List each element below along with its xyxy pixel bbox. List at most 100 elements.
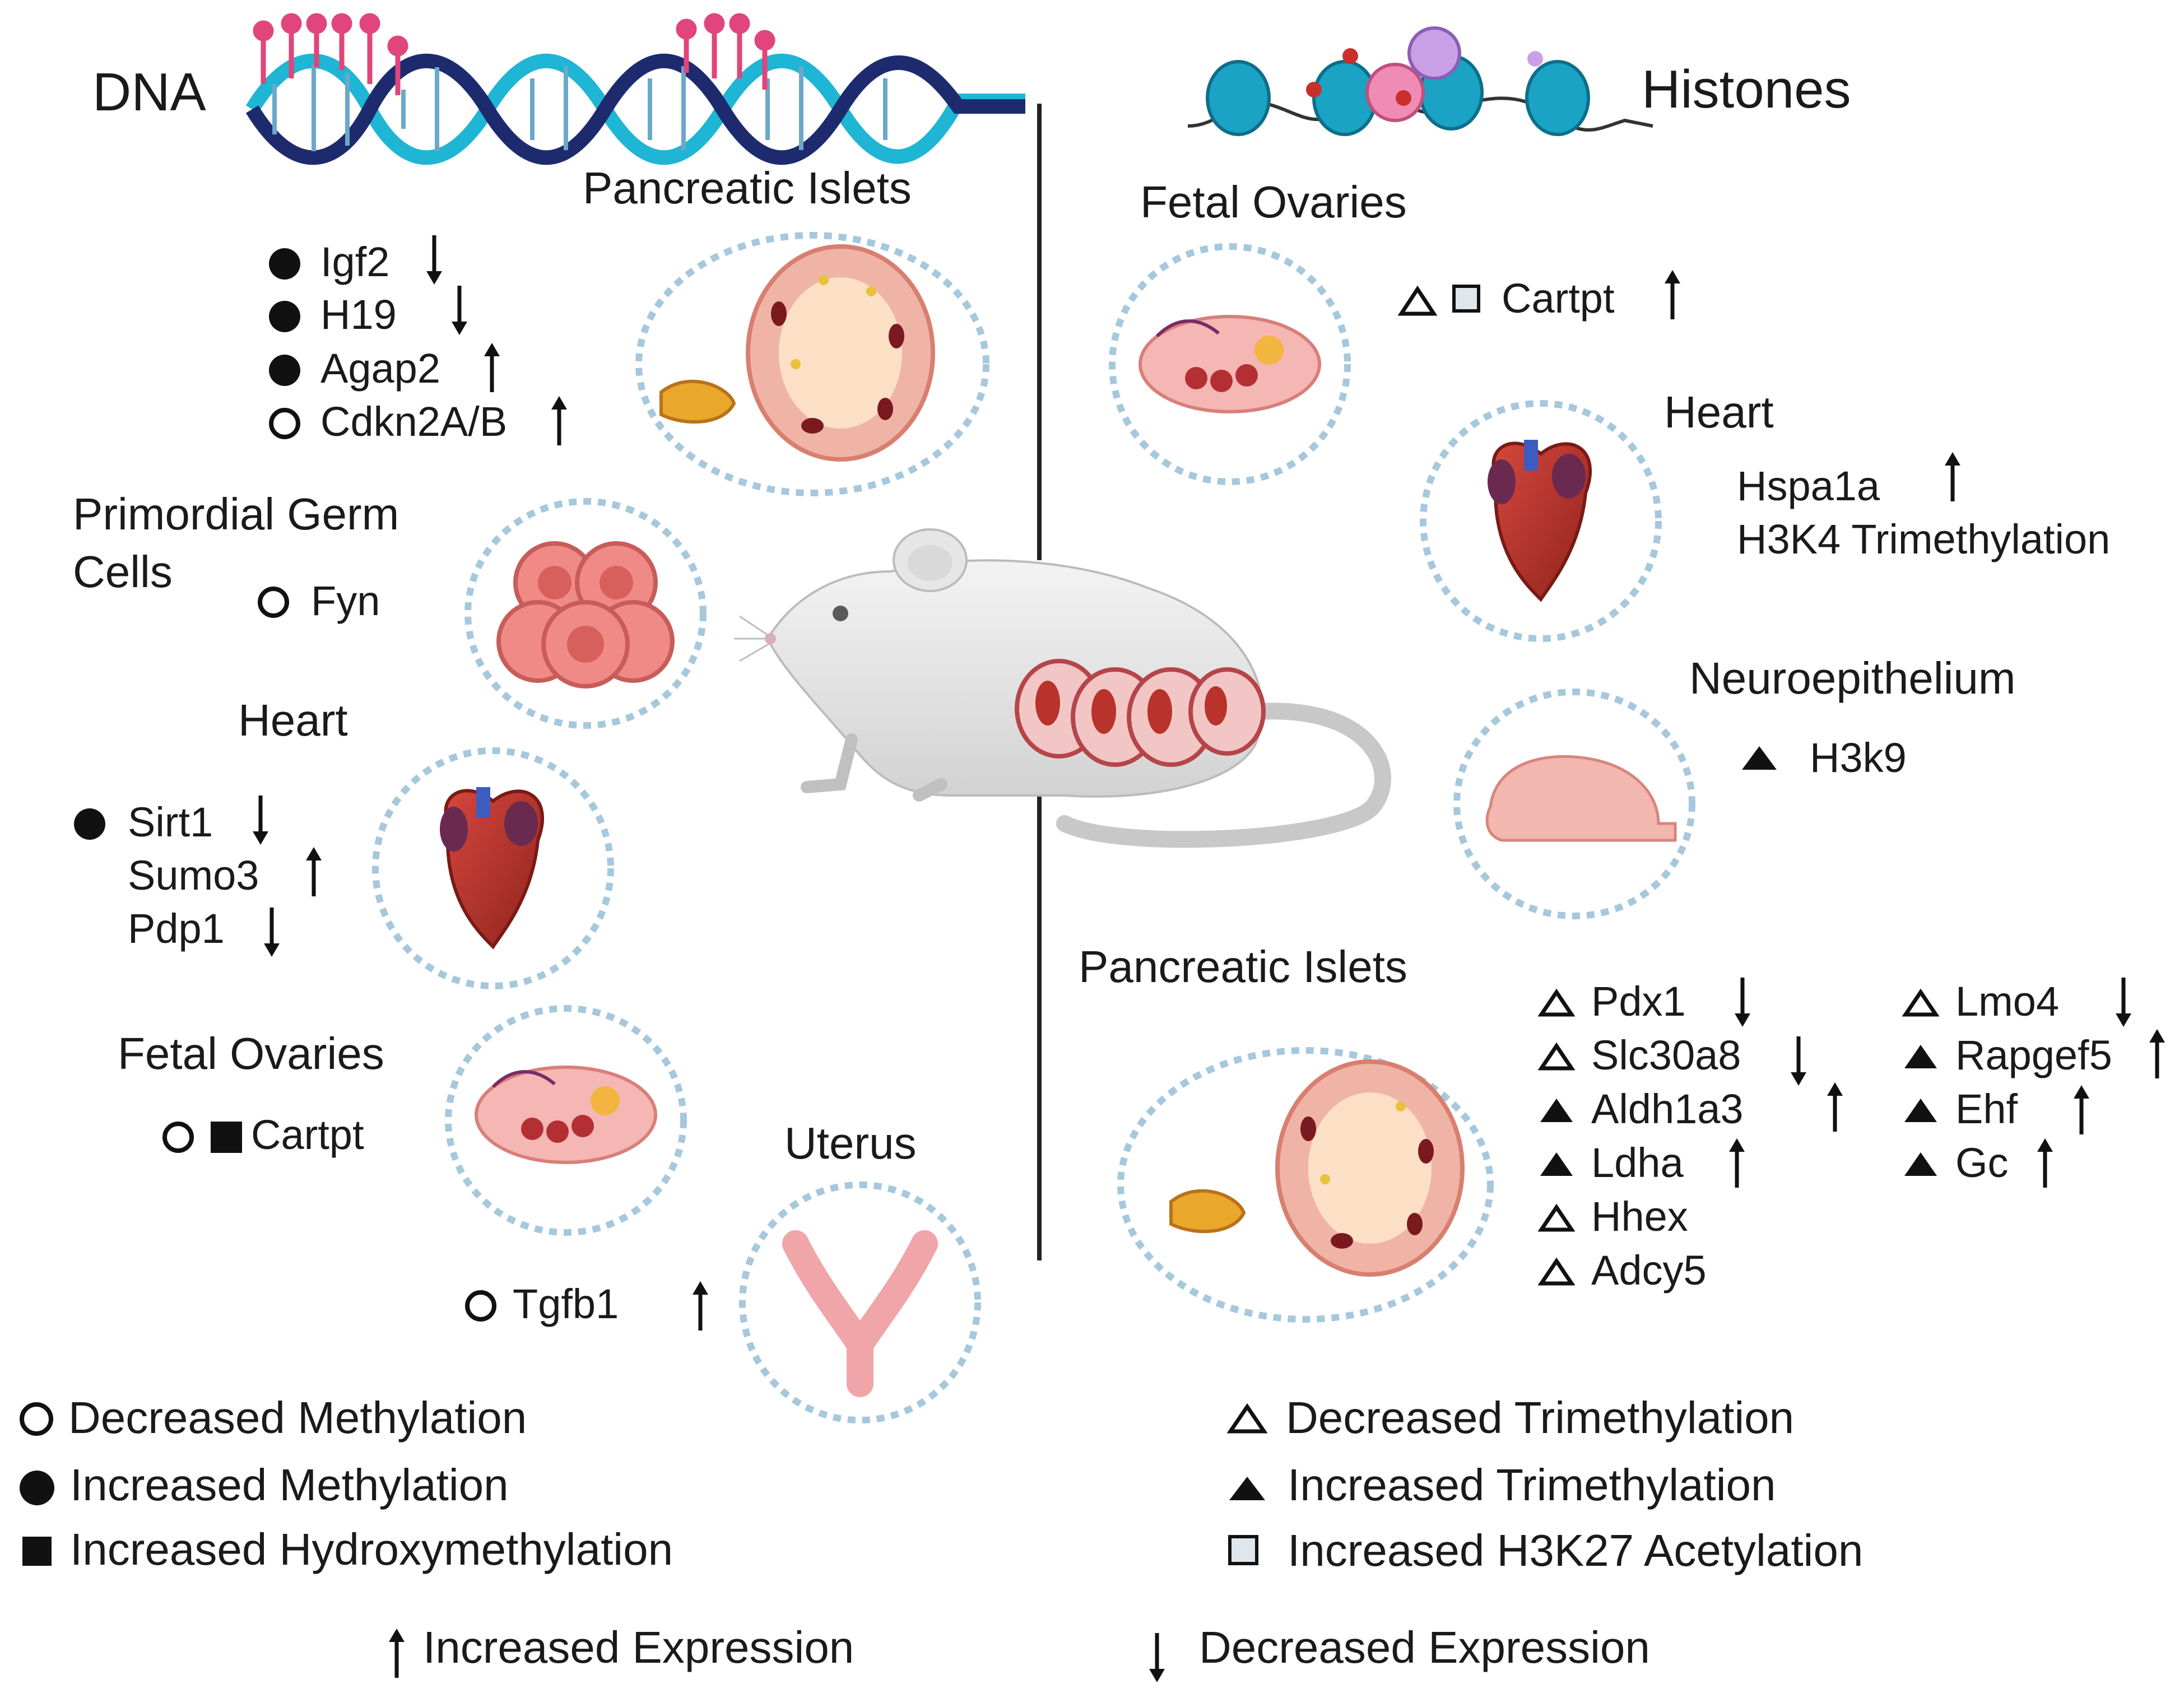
gene-ldha: Ldha <box>1591 1139 1684 1186</box>
ring-dna-ovaries <box>445 1005 687 1236</box>
decreased-expression-arrow-icon <box>448 280 471 339</box>
ovary-icon <box>475 1066 657 1164</box>
nucleosome-icon <box>1187 26 1653 136</box>
decreased-methylation-marker <box>465 1290 496 1322</box>
legend-increased-expression: Increased Expression <box>423 1622 854 1672</box>
increased-methylation-marker <box>269 301 300 332</box>
heart-icon-histones <box>1488 440 1592 602</box>
histones-header: Histones <box>1642 59 1851 119</box>
legend-open-square-icon <box>1228 1535 1258 1565</box>
increased-methylation-marker <box>269 248 300 280</box>
decreased-expression-arrow-icon <box>423 230 445 289</box>
ring-hist-heart <box>1420 400 1662 642</box>
legend-increased-h3k27-acetylation: Increased H3K27 Acetylation <box>1288 1525 1864 1575</box>
decreased-methylation-marker <box>162 1122 194 1153</box>
dna-heart-title: Heart <box>238 695 348 745</box>
decreased-methylation-marker <box>269 408 300 439</box>
increased-hydroxymethylation-marker <box>211 1122 242 1153</box>
uterus-title: Uterus <box>784 1118 917 1168</box>
increased-expression-arrow-icon <box>1941 451 1964 510</box>
legend-decreased-methylation: Decreased Methylation <box>68 1393 527 1443</box>
increased-expression-arrow-icon <box>1726 1137 1748 1196</box>
germ-cells-icon <box>496 541 675 688</box>
increased-h3k27-acetylation-marker <box>1452 285 1480 313</box>
legend-increased-trimethylation: Increased Trimethylation <box>1288 1460 1776 1510</box>
ring-neuro <box>1453 688 1695 919</box>
gene-h3k9: H3k9 <box>1810 734 1907 781</box>
increased-expression-arrow-icon <box>1661 269 1684 328</box>
decreased-methylation-marker <box>258 587 289 618</box>
gene-sumo3: Sumo3 <box>128 852 259 899</box>
legend-filled-square-icon <box>22 1537 52 1566</box>
pregnant-mouse-icon <box>734 528 1392 848</box>
gene-tgfb1: Tgfb1 <box>513 1281 619 1327</box>
decreased-expression-arrow-icon <box>261 902 283 961</box>
legend-decreased-trimethylation: Decreased Trimethylation <box>1286 1393 1795 1443</box>
ring-germ-cells <box>464 498 707 729</box>
increased-methylation-marker <box>74 808 105 840</box>
neuroepithelium-icon <box>1485 755 1677 842</box>
uterus-icon <box>782 1230 938 1397</box>
gene-fyn: Fyn <box>311 578 380 624</box>
increased-expression-arrow-icon <box>481 342 503 401</box>
gene-cdkn2ab: Cdkn2A/B <box>320 398 508 445</box>
increased-methylation-marker <box>269 355 300 386</box>
ring-hist-ovaries <box>1109 243 1351 485</box>
gene-hspa1a: Hspa1a <box>1737 463 1880 509</box>
neuro-title: Neuroepithelium <box>1689 653 2016 703</box>
gene-sirt1: Sirt1 <box>128 799 213 845</box>
gene-agap2: Agap2 <box>320 345 440 392</box>
increased-expression-arrow-icon <box>689 1280 712 1339</box>
germ-cells-title-1: Primordial Germ <box>73 489 399 539</box>
ring-dna-heart <box>372 747 614 989</box>
ring-uterus <box>739 1181 981 1423</box>
heart-icon <box>440 787 544 950</box>
hist-ovaries-title: Fetal Ovaries <box>1140 177 1407 227</box>
decreased-expression-arrow-icon <box>2112 972 2135 1031</box>
gene-cartpt-histone: Cartpt <box>1502 275 1615 322</box>
gene-pdx1: Pdx1 <box>1591 978 1686 1025</box>
legend-increased-methylation: Increased Methylation <box>70 1460 509 1510</box>
hist-islets-title: Pancreatic Islets <box>1079 942 1407 992</box>
gene-adcy5: Adcy5 <box>1591 1247 1707 1294</box>
gene-igf2: Igf2 <box>320 239 390 285</box>
legend-increased-hydroxymethylation: Increased Hydroxymethylation <box>70 1524 673 1574</box>
pancreatic-islet-icon-histones <box>1169 1059 1465 1277</box>
germ-cells-title-2: Cells <box>73 547 173 597</box>
legend-filled-circle-icon <box>20 1471 54 1505</box>
decreased-expression-arrow-icon <box>1146 1627 1168 1686</box>
gene-gc: Gc <box>1955 1139 2009 1186</box>
gene-slc30a8: Slc30a8 <box>1591 1032 1741 1078</box>
gene-rapgef5: Rapgef5 <box>1955 1032 2112 1078</box>
dna-header: DNA <box>92 62 206 122</box>
increased-expression-arrow-icon <box>2146 1028 2168 1087</box>
dna-islets-title: Pancreatic Islets <box>583 163 912 213</box>
ring-hist-islets <box>1117 1047 1494 1323</box>
increased-expression-arrow-icon <box>385 1627 408 1686</box>
decreased-expression-arrow-icon <box>1787 1031 1810 1090</box>
ovary-icon-histones <box>1139 315 1321 413</box>
decreased-expression-arrow-icon <box>1731 972 1754 1031</box>
gene-lmo4: Lmo4 <box>1955 978 2060 1025</box>
increased-expression-arrow-icon <box>303 846 325 905</box>
decreased-expression-arrow-icon <box>249 790 272 849</box>
legend-decreased-expression: Decreased Expression <box>1199 1622 1650 1672</box>
gene-ehf: Ehf <box>1955 1086 2018 1132</box>
increased-expression-arrow-icon <box>2034 1137 2056 1196</box>
gene-cartpt-dna: Cartpt <box>251 1111 364 1158</box>
increased-expression-arrow-icon <box>1824 1081 1846 1140</box>
hist-heart-title: Heart <box>1664 387 1774 437</box>
pancreatic-islet-icon <box>659 244 935 462</box>
increased-expression-arrow-icon <box>548 395 570 454</box>
ring-dna-islets <box>635 232 989 496</box>
dna-helix-icon <box>245 13 1025 165</box>
gene-hhex: Hhex <box>1591 1193 1688 1240</box>
gene-h19: H19 <box>320 291 397 338</box>
legend-open-circle-icon <box>20 1402 53 1436</box>
increased-expression-arrow-icon <box>2070 1084 2093 1143</box>
gene-pdp1: Pdp1 <box>128 905 225 952</box>
gene-aldh1a3: Aldh1a3 <box>1591 1086 1744 1132</box>
h3k4-trimethylation-label: H3K4 Trimethylation <box>1737 516 2111 562</box>
dna-ovaries-title: Fetal Ovaries <box>118 1029 384 1078</box>
